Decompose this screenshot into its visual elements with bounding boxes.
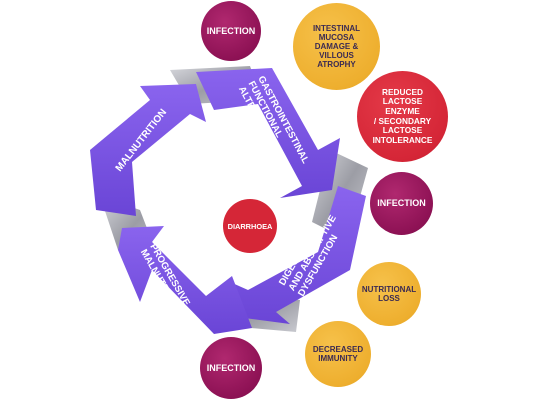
reduced-lactose-circle: REDUCED LACTOSE ENZYME / SECONDARY LACTO… — [357, 71, 448, 162]
infection-circle-top: INFECTION — [201, 1, 261, 61]
arrow-malnutrition — [90, 84, 206, 216]
diarrhoea-label: DIARRHOEA — [228, 222, 273, 231]
arrow-progressive — [118, 226, 252, 334]
arrow-digestive — [230, 186, 366, 324]
arrow-gastrointestinal — [196, 68, 340, 198]
infection-circle-mid: INFECTION — [370, 172, 433, 235]
intestinal-mucosa-circle: INTESTINAL MUCOSA DAMAGE & VILLOUS ATROP… — [293, 3, 380, 90]
nutritional-loss-circle: NUTRITIONAL LOSS — [357, 262, 421, 326]
infection-circle-bottom: INFECTION — [200, 337, 262, 399]
diarrhoea-circle — [223, 199, 277, 253]
decreased-immunity-circle: DECREASED IMMUNITY — [305, 321, 371, 387]
